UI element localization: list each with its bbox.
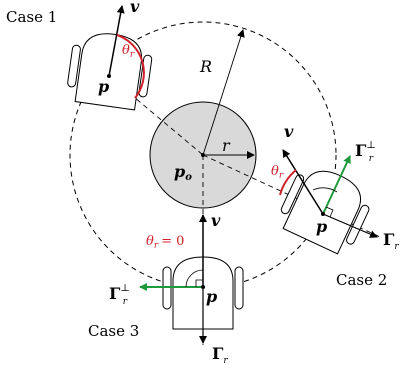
label-r: r	[222, 136, 231, 155]
label-case2: Case 2	[336, 271, 387, 289]
label-v-case1: v	[130, 0, 140, 16]
radius-R-arrow	[202, 29, 245, 156]
gamma-arrow-case2	[322, 213, 378, 238]
theta-arc-case2	[279, 169, 297, 196]
label-gamma-perp-case2: Γ⊥r	[355, 140, 376, 164]
label-p-case2: p	[316, 217, 327, 236]
right-angle-mark-case2	[325, 206, 334, 218]
label-p-case1: p	[98, 77, 109, 96]
label-p-case3: p	[206, 287, 217, 306]
label-theta-case2: θr	[271, 164, 284, 181]
robot-point-case1	[107, 74, 111, 78]
label-gamma-case3: Γr	[212, 344, 228, 366]
label-R: R	[199, 57, 212, 76]
velocity-arrow-case1	[108, 5, 125, 77]
label-theta-case1: θr	[122, 43, 135, 60]
robot-case1	[67, 33, 153, 111]
right-angle-arc-case2	[312, 187, 338, 193]
theta-arc-case1	[116, 34, 145, 99]
label-case3: Case 3	[88, 322, 139, 340]
label-p-o: po	[174, 162, 192, 183]
robot-point-case2	[321, 212, 325, 216]
robot-point-case3	[201, 285, 205, 289]
right-angle-mark-case3	[195, 279, 203, 287]
label-theta-zero-case3: θr= 0	[146, 234, 184, 251]
velocity-arrow-case2	[282, 149, 324, 215]
label-v-case3: v	[211, 211, 221, 230]
label-gamma-case2: Γr	[383, 230, 399, 252]
gamma-perp-arrow-case2	[322, 155, 351, 215]
label-v-case2: v	[284, 122, 294, 141]
label-case1: Case 1	[6, 8, 57, 26]
label-gamma-perp-case3: Γ⊥r	[109, 283, 130, 307]
right-angle-arc-case3	[185, 269, 204, 288]
